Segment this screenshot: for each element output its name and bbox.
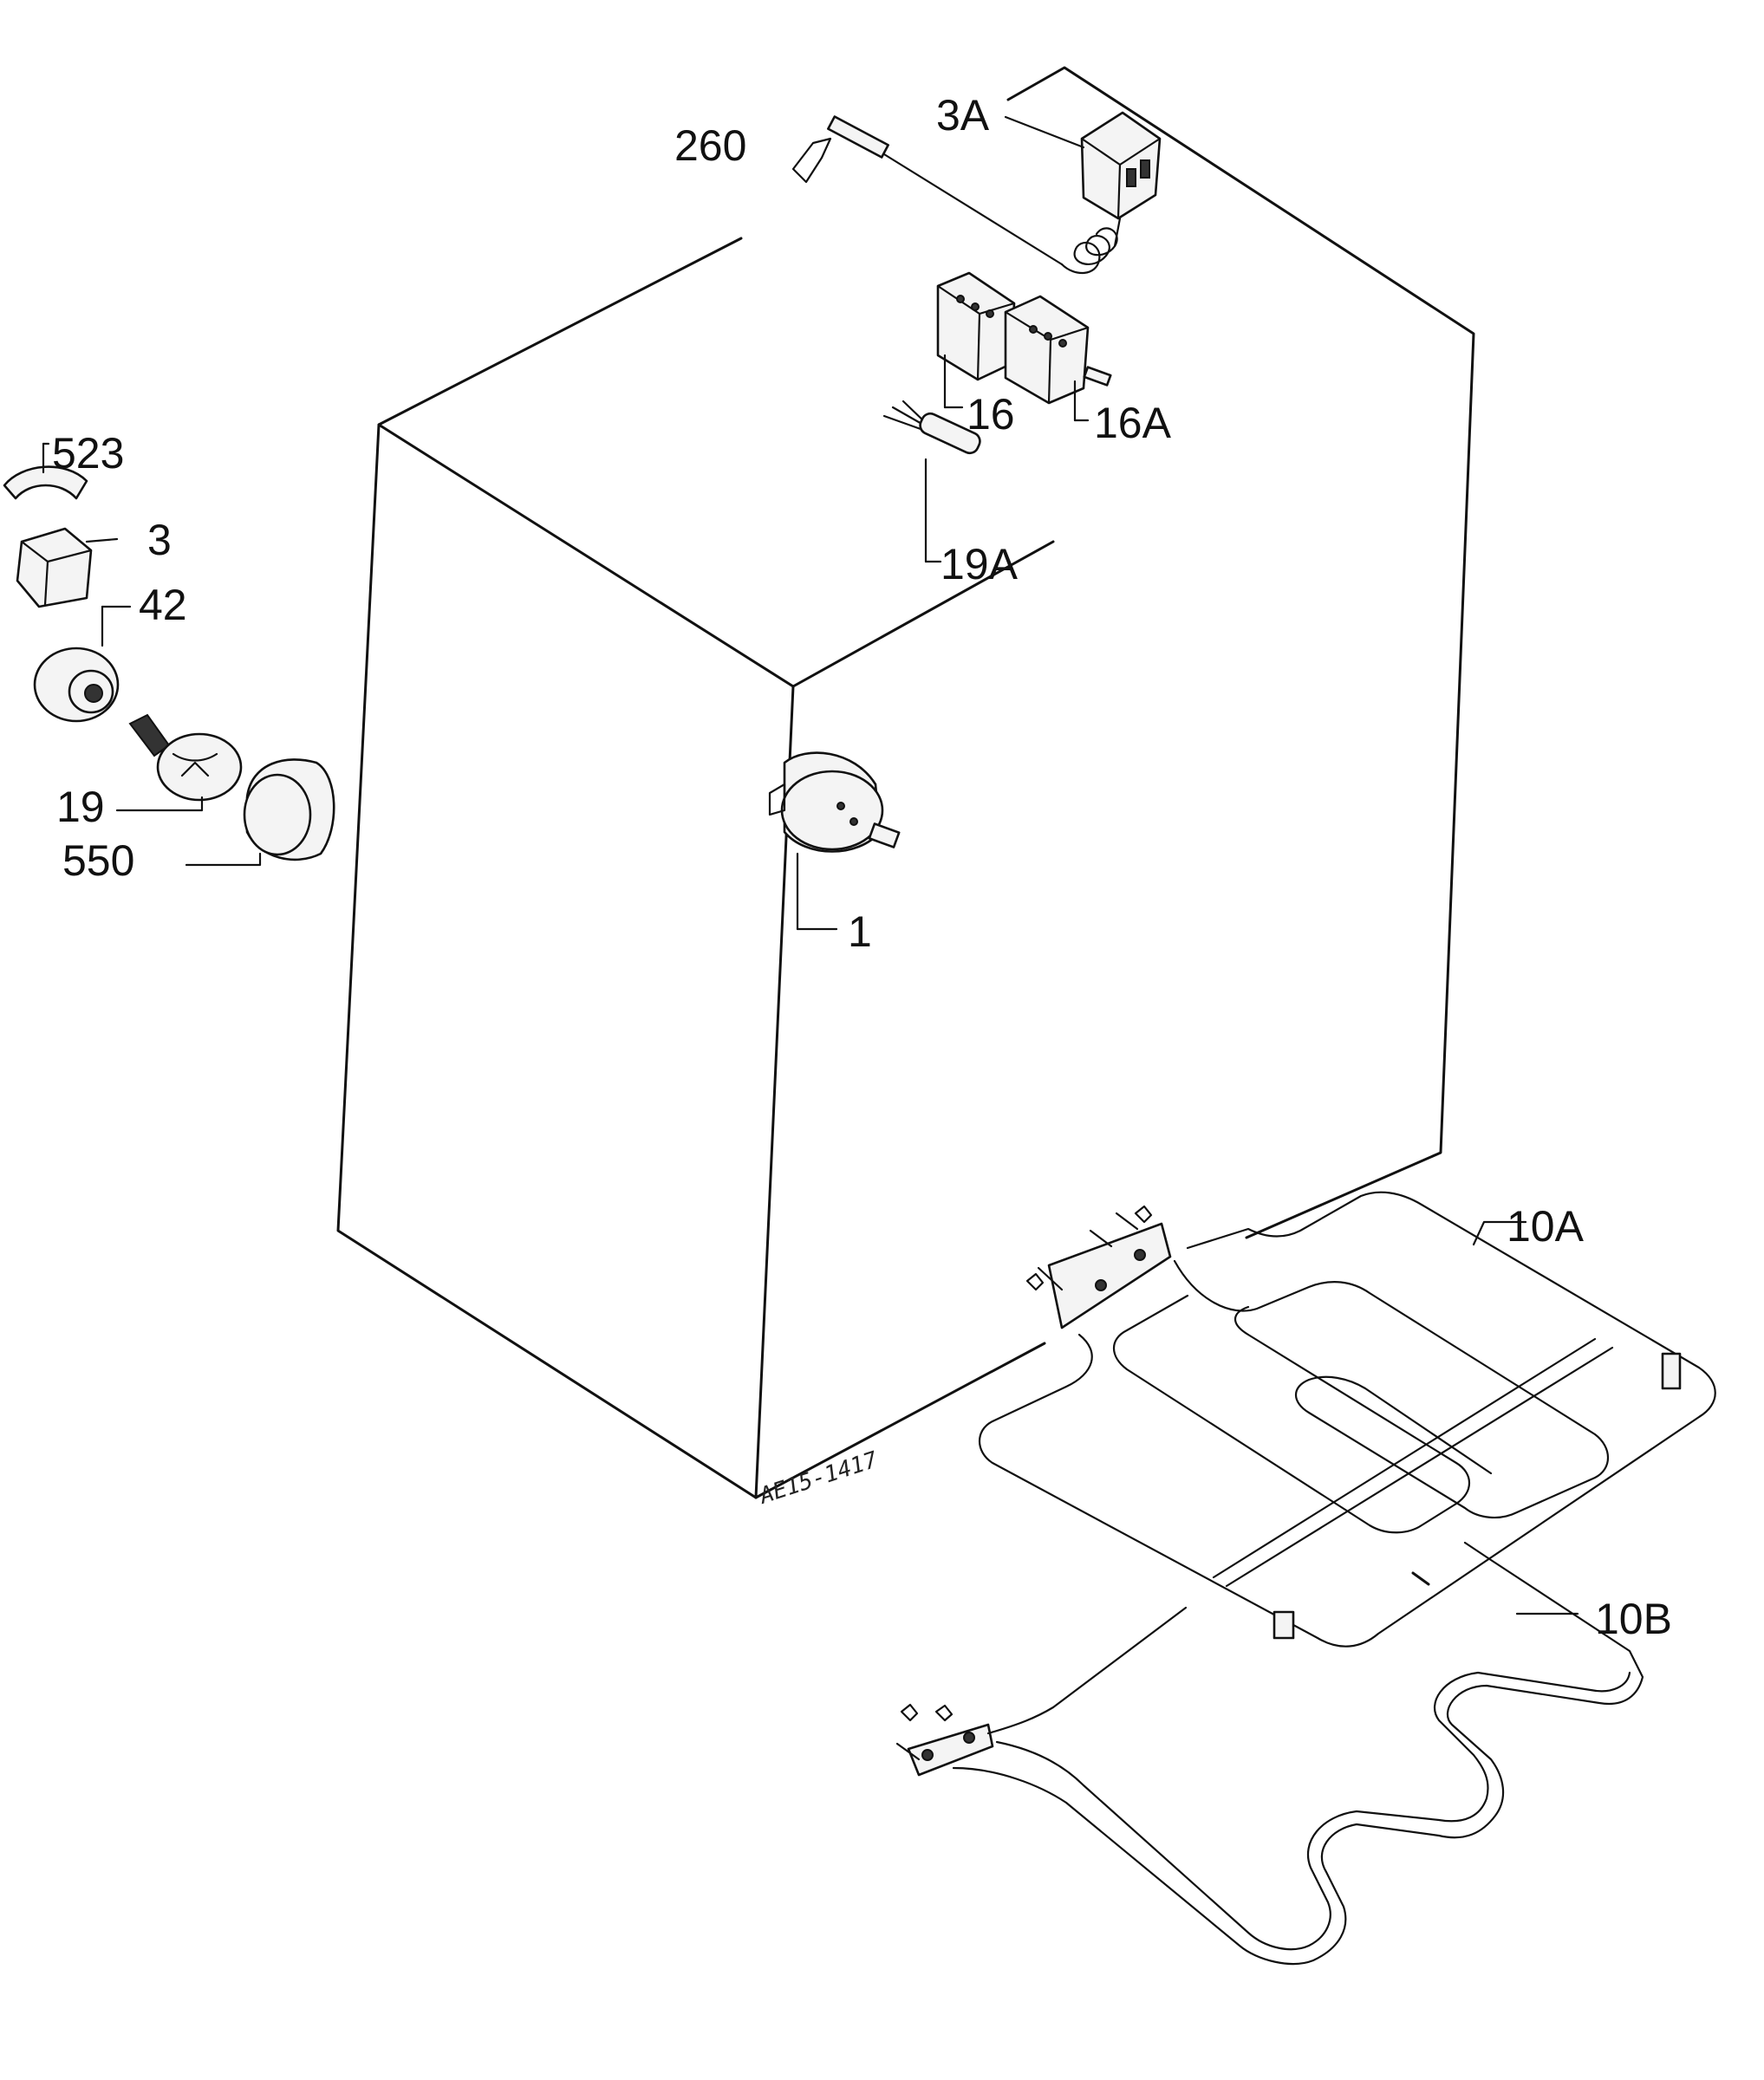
- label-16: 16: [967, 390, 1015, 439]
- part-260-thermostat-probe: [791, 115, 1127, 275]
- label-19a: 19A: [941, 540, 1019, 588]
- label-3a: 3A: [936, 91, 990, 140]
- part-550-lamp-cover: [185, 758, 335, 867]
- oven-cabinet: [336, 66, 1475, 1499]
- part-1-thermostat: [768, 751, 901, 931]
- label-550: 550: [62, 836, 134, 885]
- part-16-16a-selector-switches: [936, 271, 1112, 422]
- part-19-lamp-bulb: [115, 713, 243, 812]
- label-16a: 16A: [1094, 399, 1172, 447]
- label-19: 19: [56, 783, 105, 831]
- part-3a-switch: [1004, 111, 1162, 220]
- label-1: 1: [848, 907, 872, 956]
- part-10a-grill-element: [979, 1191, 1716, 1648]
- label-10b: 10B: [1595, 1595, 1672, 1643]
- label-3: 3: [147, 516, 172, 564]
- part-42-lamp-socket: [33, 605, 132, 723]
- part-19a-sensor: [882, 400, 981, 563]
- part-3-lamp-holder: [16, 527, 119, 608]
- label-523: 523: [52, 429, 124, 478]
- part-523-clip: [3, 442, 88, 500]
- label-42: 42: [139, 581, 187, 629]
- part-10b-bottom-element: [895, 1541, 1644, 1966]
- label-260: 260: [674, 121, 746, 170]
- label-10a: 10A: [1507, 1202, 1585, 1251]
- drawing-code: AE15-1417: [755, 1446, 881, 1510]
